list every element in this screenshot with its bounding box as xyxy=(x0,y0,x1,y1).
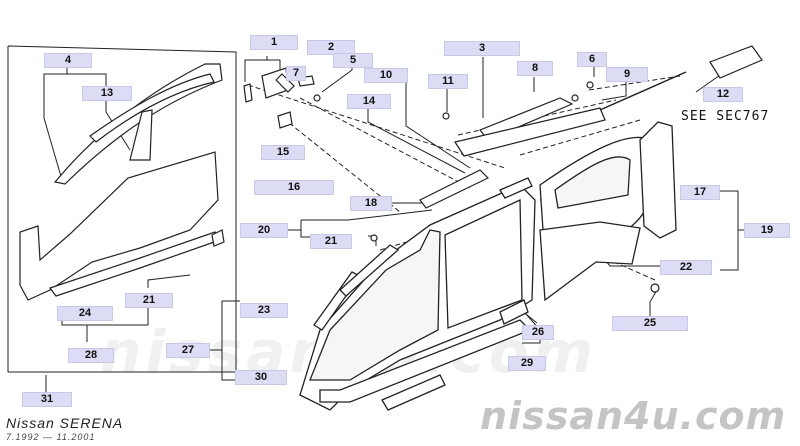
sill-outer-inset xyxy=(19,151,219,301)
part-label[interactable]: 20 xyxy=(240,223,288,238)
part-label[interactable]: 3 xyxy=(444,41,520,56)
clip-left xyxy=(243,83,253,103)
part-label[interactable]: 12 xyxy=(703,87,743,102)
part-label[interactable]: 17 xyxy=(680,185,720,200)
part-label[interactable]: 10 xyxy=(364,68,408,83)
bracket-7 xyxy=(275,73,295,93)
part-label[interactable]: 31 xyxy=(22,392,72,407)
part-label[interactable]: 9 xyxy=(606,67,648,82)
part-label[interactable]: 5 xyxy=(333,53,373,68)
watermark-logo: nissan4u.com xyxy=(480,394,787,438)
rear-pillar-17 xyxy=(639,121,677,239)
part-label[interactable]: 24 xyxy=(57,306,113,321)
rail-18 xyxy=(419,169,490,209)
bracket-15 xyxy=(277,111,293,129)
part-label[interactable]: 21 xyxy=(125,293,173,308)
clip-9 xyxy=(571,94,579,102)
wheel-arch xyxy=(539,221,641,302)
part-label[interactable]: 23 xyxy=(240,303,288,318)
a-pillar-inset xyxy=(129,109,153,161)
part-label[interactable]: 21 xyxy=(310,234,352,249)
sill-end-26 xyxy=(499,299,529,325)
part-label[interactable]: 2 xyxy=(307,40,355,55)
part-label[interactable]: 6 xyxy=(577,52,607,67)
part-label[interactable]: 8 xyxy=(517,61,553,76)
part-label[interactable]: 18 xyxy=(350,196,392,211)
pillar-inner xyxy=(339,244,400,297)
part-label[interactable]: 28 xyxy=(68,348,114,363)
part-label[interactable]: 13 xyxy=(82,86,132,101)
clip-21 xyxy=(370,234,378,242)
part-label[interactable]: 30 xyxy=(235,370,287,385)
part-label[interactable]: 16 xyxy=(254,180,334,195)
vehicle-title: Nissan SERENA xyxy=(6,415,124,431)
brace xyxy=(499,177,533,199)
clip-5 xyxy=(313,94,321,102)
part-label[interactable]: 27 xyxy=(166,343,210,358)
roof-rail-inner xyxy=(89,73,215,143)
part-label[interactable]: 14 xyxy=(347,94,391,109)
part-label[interactable]: 4 xyxy=(44,53,92,68)
grommet-25 xyxy=(650,283,660,293)
part-label[interactable]: 29 xyxy=(508,356,546,371)
part-label[interactable]: 19 xyxy=(744,223,790,238)
cap-12 xyxy=(709,45,763,79)
clip-11 xyxy=(442,112,450,120)
sill-30 xyxy=(381,374,446,411)
bracket-inset xyxy=(211,229,225,247)
part-label[interactable]: 25 xyxy=(612,316,688,331)
part-label[interactable]: 15 xyxy=(261,145,305,160)
clip-6 xyxy=(586,81,594,89)
front-door-opening xyxy=(309,229,441,381)
production-range: 7.1992 — 11.2001 xyxy=(6,432,96,442)
rear-door-opening xyxy=(444,198,523,329)
part-label[interactable]: 7 xyxy=(286,66,306,81)
part-label[interactable]: 22 xyxy=(660,260,712,275)
roof-side-rail-3 xyxy=(454,107,606,157)
section-reference-note: SEE SEC767 xyxy=(681,109,770,124)
part-label[interactable]: 1 xyxy=(250,35,298,50)
part-label[interactable]: 26 xyxy=(522,325,554,340)
part-label[interactable]: 11 xyxy=(428,74,468,89)
quarter-window xyxy=(554,156,631,209)
